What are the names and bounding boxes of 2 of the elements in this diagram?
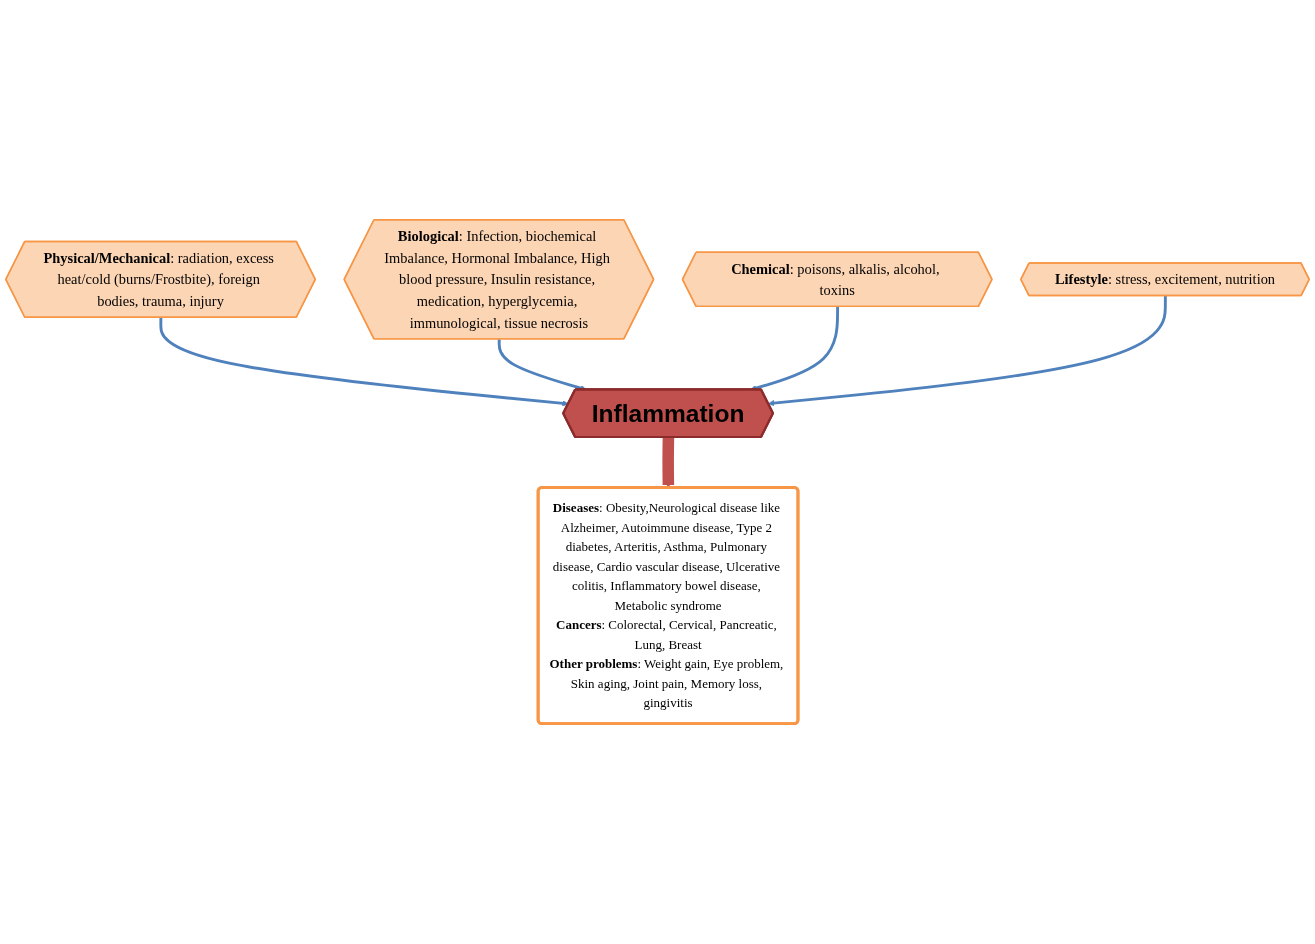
arrow: [768, 296, 1167, 407]
arrow: [159, 317, 569, 407]
